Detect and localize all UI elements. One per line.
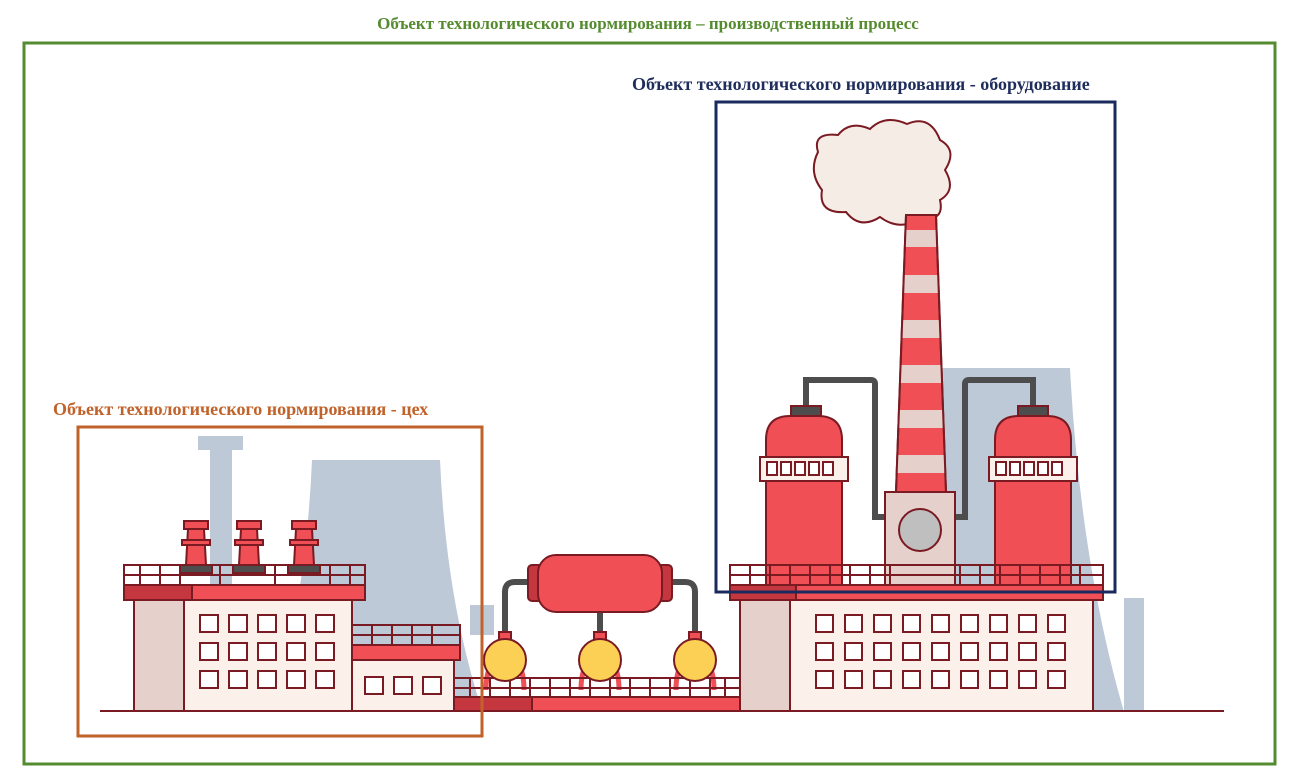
shop-frame (76, 425, 484, 738)
shop-building (123, 520, 461, 712)
equipment-label: Объект технологического нормирования - о… (632, 74, 1090, 94)
shop-label: Объект технологического нормирования - ц… (53, 399, 429, 419)
spherical-tank-icon (483, 631, 717, 682)
equipment-building (729, 119, 1104, 712)
equipment-frame (714, 100, 1117, 594)
process-frame (22, 41, 1277, 766)
middle-section (453, 554, 741, 712)
smoke-cloud-icon (812, 119, 952, 226)
process-label: Объект технологического нормирования – п… (377, 14, 919, 33)
chimney-icon (884, 214, 956, 587)
